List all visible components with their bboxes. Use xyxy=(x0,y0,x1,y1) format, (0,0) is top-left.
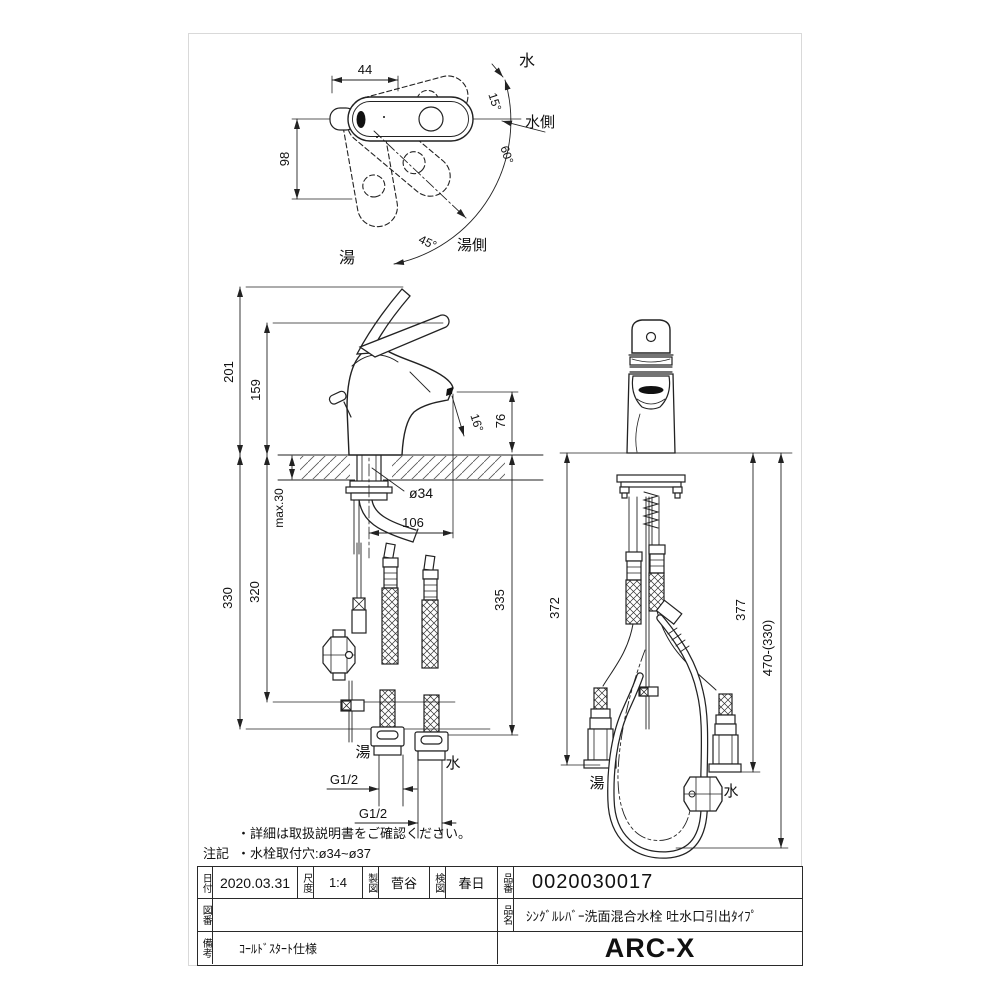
label-cold-side: 水側 xyxy=(525,114,555,131)
brand-logo: ARC-X xyxy=(604,932,696,963)
dim-377: 377 xyxy=(733,599,748,621)
angle-15: 15° xyxy=(485,91,504,113)
product-name-value: ｼﾝｸﾞﾙﾚﾊﾞｰ洗面混合水栓 吐水口引出ﾀｲﾌﾟ xyxy=(526,908,758,924)
label-hot-front: 湯 xyxy=(355,744,370,761)
popup-knob xyxy=(328,390,347,405)
scale-value: 1:4 xyxy=(314,867,363,898)
label-hot-water: 湯 xyxy=(339,249,355,267)
front-view: 201 159 76 16° max.30 ø34 106 330 320 33… xyxy=(220,286,544,839)
dim-hole-34: ø34 xyxy=(409,485,433,501)
dim-106: 106 xyxy=(402,515,424,530)
dim-44: 44 xyxy=(358,62,372,77)
remarks-value: ｺｰﾙﾄﾞｽﾀｰﾄ仕様 xyxy=(213,932,498,964)
handle-body-top xyxy=(347,96,474,142)
remarks-label: 備考 xyxy=(198,932,213,964)
top-view: 44 98 水 15° 水側 60° 45° 湯側 湯 xyxy=(277,52,555,267)
spout-outlet-mark xyxy=(638,386,664,394)
thread-g12-cold: G1/2 xyxy=(359,806,387,821)
faucet-body xyxy=(346,345,454,456)
dim-372: 372 xyxy=(547,597,562,619)
drawing-no-value xyxy=(213,899,498,931)
dim-159: 159 xyxy=(248,379,263,401)
product-name-label: 品名 xyxy=(498,899,514,931)
thread-g12-hot: G1/2 xyxy=(330,772,358,787)
title-block-row-1: 日付 2020.03.31 尺度 1:4 製図 菅谷 検図 春日 品番 0020… xyxy=(198,867,802,898)
label-hot-side: 湯側 xyxy=(457,237,487,254)
date-label: 日付 xyxy=(198,867,213,898)
note-line-2: ・水栓取付穴:ø34~ø37 xyxy=(237,846,372,861)
drawing-no-label: 図番 xyxy=(198,899,213,931)
side-view: 372 377 470-(330) 湯 水 xyxy=(547,319,793,859)
dim-98: 98 xyxy=(277,152,292,166)
label-cold-side-view: 水 xyxy=(723,783,738,800)
checker-label: 検図 xyxy=(430,867,446,898)
angle-16: 16° xyxy=(467,412,486,434)
label-cold-water: 水 xyxy=(519,52,535,70)
date-value: 2020.03.31 xyxy=(213,867,298,898)
title-block-row-3: 備考 ｺｰﾙﾄﾞｽﾀｰﾄ仕様 ARC-X xyxy=(198,931,802,964)
label-cold-front: 水 xyxy=(445,755,460,772)
aerator-mark xyxy=(446,387,453,396)
angle-45: 45° xyxy=(417,232,440,252)
handle-mark xyxy=(356,111,366,128)
dim-76: 76 xyxy=(493,414,508,428)
title-block-row-2: 図番 品名 ｼﾝｸﾞﾙﾚﾊﾞｰ洗面混合水栓 吐水口引出ﾀｲﾌﾟ xyxy=(198,898,802,931)
lever-raised xyxy=(355,288,411,355)
dim-201: 201 xyxy=(221,361,236,383)
dim-470-330: 470-(330) xyxy=(760,620,775,676)
part-no-value: 0020030017 xyxy=(532,871,654,893)
notes-heading: 注記 xyxy=(203,846,230,861)
handle-hole xyxy=(418,106,444,132)
lever-lowered xyxy=(358,314,450,358)
note-line-1: ・詳細は取扱説明書をご確認ください。 xyxy=(237,826,472,841)
scale-label: 尺度 xyxy=(298,867,314,898)
dim-335: 335 xyxy=(492,589,507,611)
angle-60: 60° xyxy=(497,144,516,166)
checker-value: 春日 xyxy=(446,867,498,898)
part-no-label: 品番 xyxy=(498,867,514,898)
drafter-label: 製図 xyxy=(363,867,379,898)
dim-330: 330 xyxy=(220,587,235,609)
label-hot-side-view: 湯 xyxy=(589,775,604,792)
dim-max30: max.30 xyxy=(272,488,286,528)
title-block: 日付 2020.03.31 尺度 1:4 製図 菅谷 検図 春日 品番 0020… xyxy=(197,866,803,966)
dim-320: 320 xyxy=(247,581,262,603)
drafter-value: 菅谷 xyxy=(379,867,430,898)
